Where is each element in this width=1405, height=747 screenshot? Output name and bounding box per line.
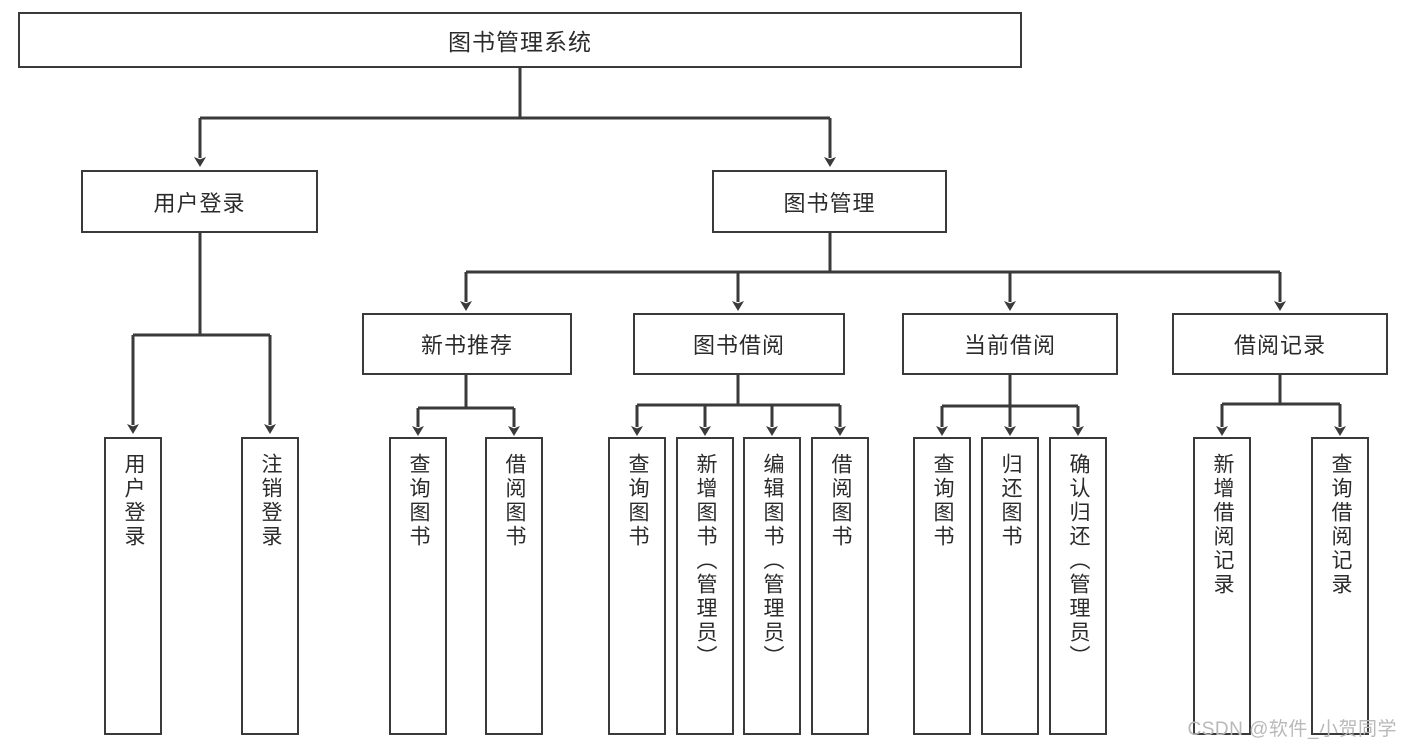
- node-book-borrow[interactable]: 图书借阅: [633, 313, 845, 375]
- node-label: 借阅记录: [1233, 333, 1326, 358]
- node-root-system[interactable]: 图书管理系统: [18, 12, 1022, 68]
- leaf-query-book-borrow[interactable]: 查询图书: [608, 437, 666, 735]
- node-label: 确认归还（管理员）: [1067, 453, 1091, 669]
- watermark: CSDN @软件_小贺同学: [1187, 719, 1397, 740]
- node-label: 图书借阅: [692, 333, 785, 358]
- leaf-borrow-book-recommend[interactable]: 借阅图书: [485, 437, 543, 735]
- leaf-logout[interactable]: 注销登录: [241, 437, 299, 735]
- leaf-confirm-return-admin[interactable]: 确认归还（管理员）: [1049, 437, 1107, 735]
- leaf-borrow-book[interactable]: 借阅图书: [811, 437, 869, 735]
- leaf-add-borrow-record[interactable]: 新增借阅记录: [1193, 437, 1251, 735]
- node-new-book-recommend[interactable]: 新书推荐: [362, 313, 572, 375]
- node-book-management[interactable]: 图书管理: [712, 170, 947, 233]
- node-label: 借阅图书: [829, 453, 853, 549]
- leaf-query-borrow-record[interactable]: 查询借阅记录: [1311, 437, 1369, 735]
- leaf-edit-book-admin[interactable]: 编辑图书（管理员）: [743, 437, 801, 735]
- node-label: 查询借阅记录: [1329, 453, 1353, 597]
- node-label: 查询图书: [407, 453, 431, 549]
- node-label: 用户登录: [153, 190, 246, 216]
- node-user-login[interactable]: 用户登录: [81, 170, 318, 233]
- node-label: 查询图书: [626, 453, 650, 549]
- leaf-user-login[interactable]: 用户登录: [104, 437, 162, 735]
- node-label: 查询图书: [931, 453, 955, 549]
- node-borrow-record[interactable]: 借阅记录: [1172, 313, 1388, 375]
- leaf-query-book-recommend[interactable]: 查询图书: [389, 437, 447, 735]
- node-label: 新增图书（管理员）: [694, 453, 718, 669]
- node-label: 当前借阅: [963, 333, 1056, 358]
- node-label: 图书管理: [783, 190, 876, 216]
- node-label: 注销登录: [259, 453, 283, 549]
- node-current-borrow[interactable]: 当前借阅: [902, 313, 1118, 375]
- leaf-return-book[interactable]: 归还图书: [981, 437, 1039, 735]
- node-label: 图书管理系统: [448, 29, 592, 55]
- node-label: 新增借阅记录: [1211, 453, 1235, 597]
- node-label: 编辑图书（管理员）: [761, 453, 785, 669]
- node-label: 归还图书: [999, 453, 1023, 549]
- node-label: 新书推荐: [420, 333, 513, 358]
- leaf-add-book-admin[interactable]: 新增图书（管理员）: [676, 437, 734, 735]
- leaf-query-book-current[interactable]: 查询图书: [913, 437, 971, 735]
- node-label: 用户登录: [122, 453, 146, 549]
- node-label: 借阅图书: [503, 453, 527, 549]
